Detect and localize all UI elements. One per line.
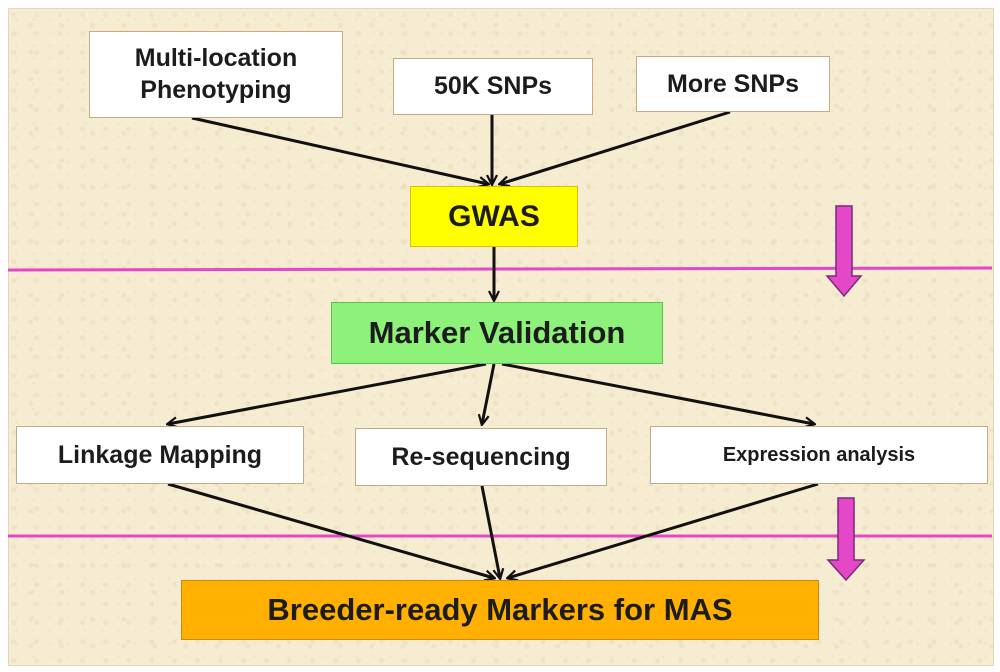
more-snps-label: More SNPs [667,69,799,98]
arrow-more-snps-to-gwas [500,110,731,184]
side-arrow-bottom [826,497,866,582]
linkage-mapping-box: Linkage Mapping [16,426,304,484]
resequencing-box: Re-sequencing [355,428,607,486]
phenotyping-label: Multi-location Phenotyping [134,44,298,104]
resequencing-label: Re-sequencing [391,442,571,471]
snps-50k-label: 50K SNPs [433,72,553,100]
linkage-mapping-label: Linkage Mapping [57,440,263,469]
breeder-markers-label: Breeder-ready Markers for MAS [267,592,733,627]
arrow-validation-to-resequencing [482,363,496,424]
expression-analysis-label: Expression analysis [722,443,916,466]
marker-validation-label: Marker Validation [368,315,626,350]
gwas-label: GWAS [448,199,540,233]
phenotyping-box: Multi-location Phenotyping [89,31,343,118]
snps-50k-box: 50K SNPs [393,58,593,115]
divider-line-top [7,266,993,272]
gwas-box: GWAS [410,186,578,247]
arrow-validation-to-linkage [168,362,487,424]
more-snps-box: More SNPs [636,56,830,112]
marker-validation-box: Marker Validation [331,302,663,364]
side-arrow-top [825,205,863,298]
arrow-resequencing-to-output [480,485,500,578]
arrow-linkage-to-output [167,482,494,578]
arrow-phenotyping-to-gwas [191,116,488,184]
breeder-markers-box: Breeder-ready Markers for MAS [181,580,819,640]
arrow-validation-to-expression [501,362,814,424]
arrow-expression-to-output [508,482,819,578]
expression-analysis-box: Expression analysis [650,426,988,484]
